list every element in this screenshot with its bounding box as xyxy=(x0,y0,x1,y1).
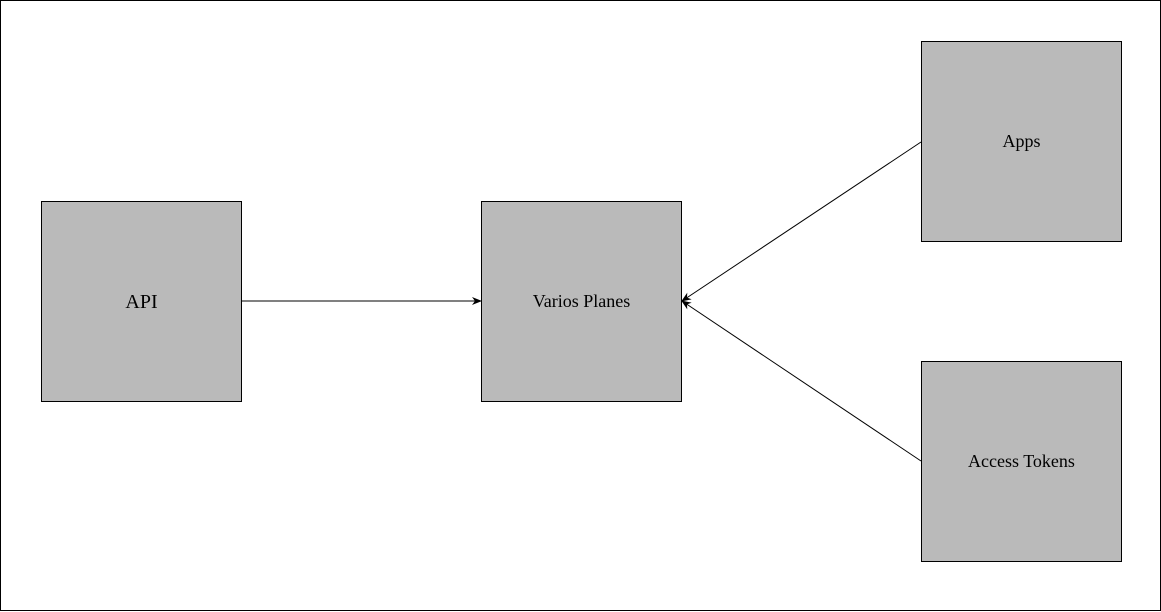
node-apps[interactable]: Apps xyxy=(921,41,1122,242)
node-api-label: API xyxy=(125,290,158,313)
edge-tokens-to-planes xyxy=(681,300,922,462)
node-varios-planes-label: Varios Planes xyxy=(532,290,631,311)
node-apps-label: Apps xyxy=(1002,130,1041,151)
node-api[interactable]: API xyxy=(41,201,242,402)
edge-apps-to-planes xyxy=(681,141,922,302)
node-varios-planes[interactable]: Varios Planes xyxy=(481,201,682,402)
node-access-tokens-label: Access Tokens xyxy=(968,450,1075,471)
node-access-tokens[interactable]: Access Tokens xyxy=(921,361,1122,562)
